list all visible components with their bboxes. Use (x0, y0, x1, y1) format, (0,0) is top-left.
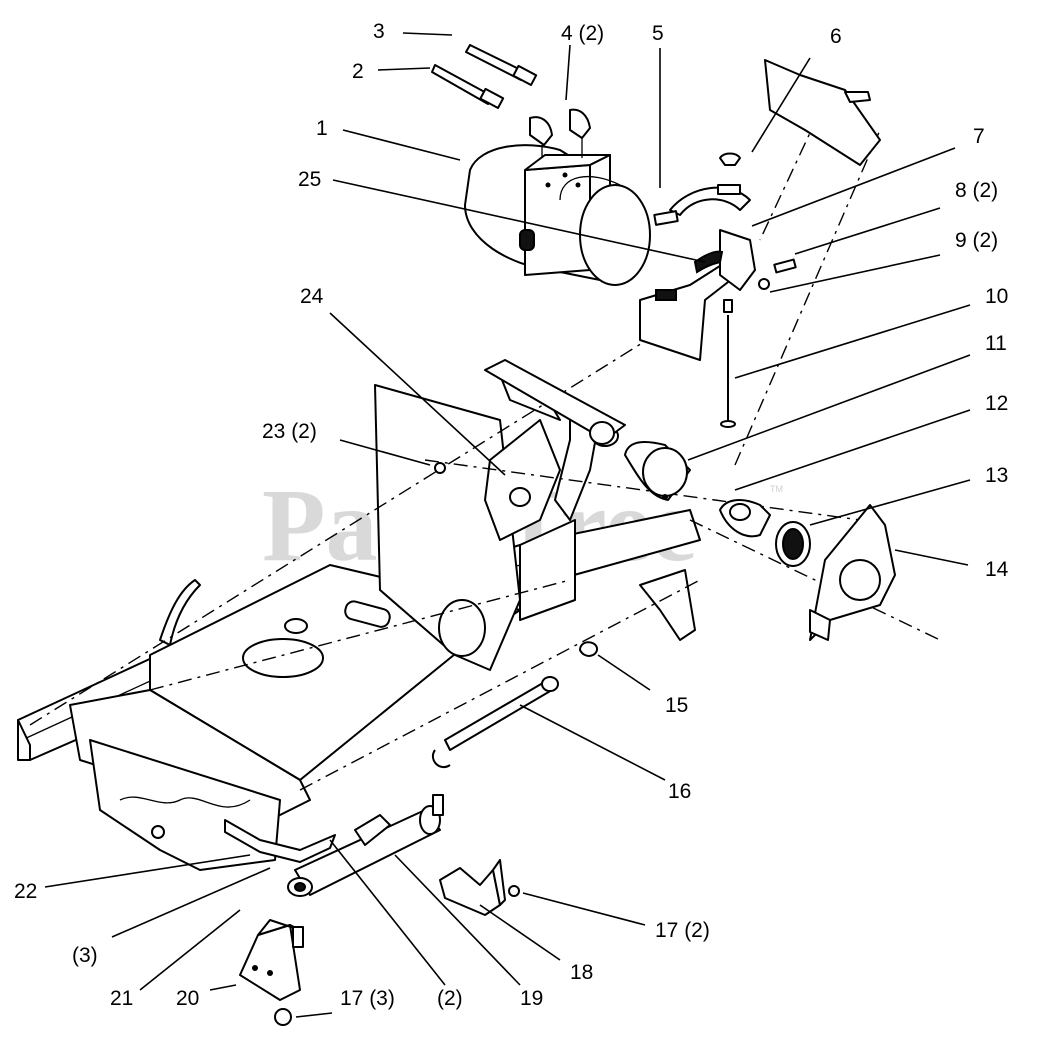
callout-22: 22 (14, 880, 37, 903)
callout-17a: 17 (2) (655, 919, 710, 942)
callout-16: 16 (668, 780, 691, 803)
callout-5: 5 (652, 22, 664, 45)
hardware-bolts (720, 258, 797, 428)
callout-9: 9 (2) (955, 229, 998, 252)
frame-chassis (17, 374, 701, 871)
callout-12: 12 (985, 392, 1008, 415)
callout-18: 18 (570, 961, 593, 984)
motor-bracket (639, 229, 756, 361)
callout-15: 15 (665, 694, 688, 717)
leader-lines (44, 32, 971, 1018)
callout-6: 6 (830, 25, 842, 48)
linkage-rod (431, 641, 598, 769)
hoses-and-fittings (431, 44, 591, 158)
callout-3: 3 (373, 20, 385, 43)
callout-19: 19 (520, 987, 543, 1010)
callout-20: 20 (176, 987, 199, 1010)
motor-assembly (464, 144, 651, 286)
callout-13: 13 (985, 464, 1008, 487)
actuator-cylinder (224, 794, 444, 897)
callout-2: 2 (352, 60, 364, 83)
callout-8: 8 (2) (955, 179, 998, 202)
callout-23: 23 (2) (262, 420, 317, 443)
side-plate (809, 504, 896, 641)
callout-14: 14 (985, 558, 1009, 581)
callout-24: 24 (300, 285, 324, 308)
callout-1: 1 (316, 117, 328, 140)
watermark-trademark: TM (770, 484, 783, 494)
callout-11: 11 (985, 332, 1007, 355)
nut-23 (434, 462, 446, 474)
callout-labels: 3 2 4 (2) 5 6 1 25 7 8 (2) 9 (2) 10 11 1… (14, 20, 1009, 1010)
mounting-strap (653, 184, 751, 226)
callout-17b: 17 (3) (340, 987, 395, 1010)
callout-10: 10 (985, 285, 1008, 308)
callout-4: 4 (2) (561, 22, 604, 45)
bottom-bracket (239, 919, 304, 1026)
callout-25: 25 (298, 168, 321, 191)
callout-7: 7 (973, 125, 985, 148)
callout-21: 21 (110, 987, 133, 1010)
shaft-and-bushings (484, 359, 811, 567)
callout-3b: (3) (72, 944, 98, 967)
upper-panel (719, 59, 881, 166)
lower-bracket (439, 859, 520, 916)
callout-2b: (2) (437, 987, 463, 1010)
